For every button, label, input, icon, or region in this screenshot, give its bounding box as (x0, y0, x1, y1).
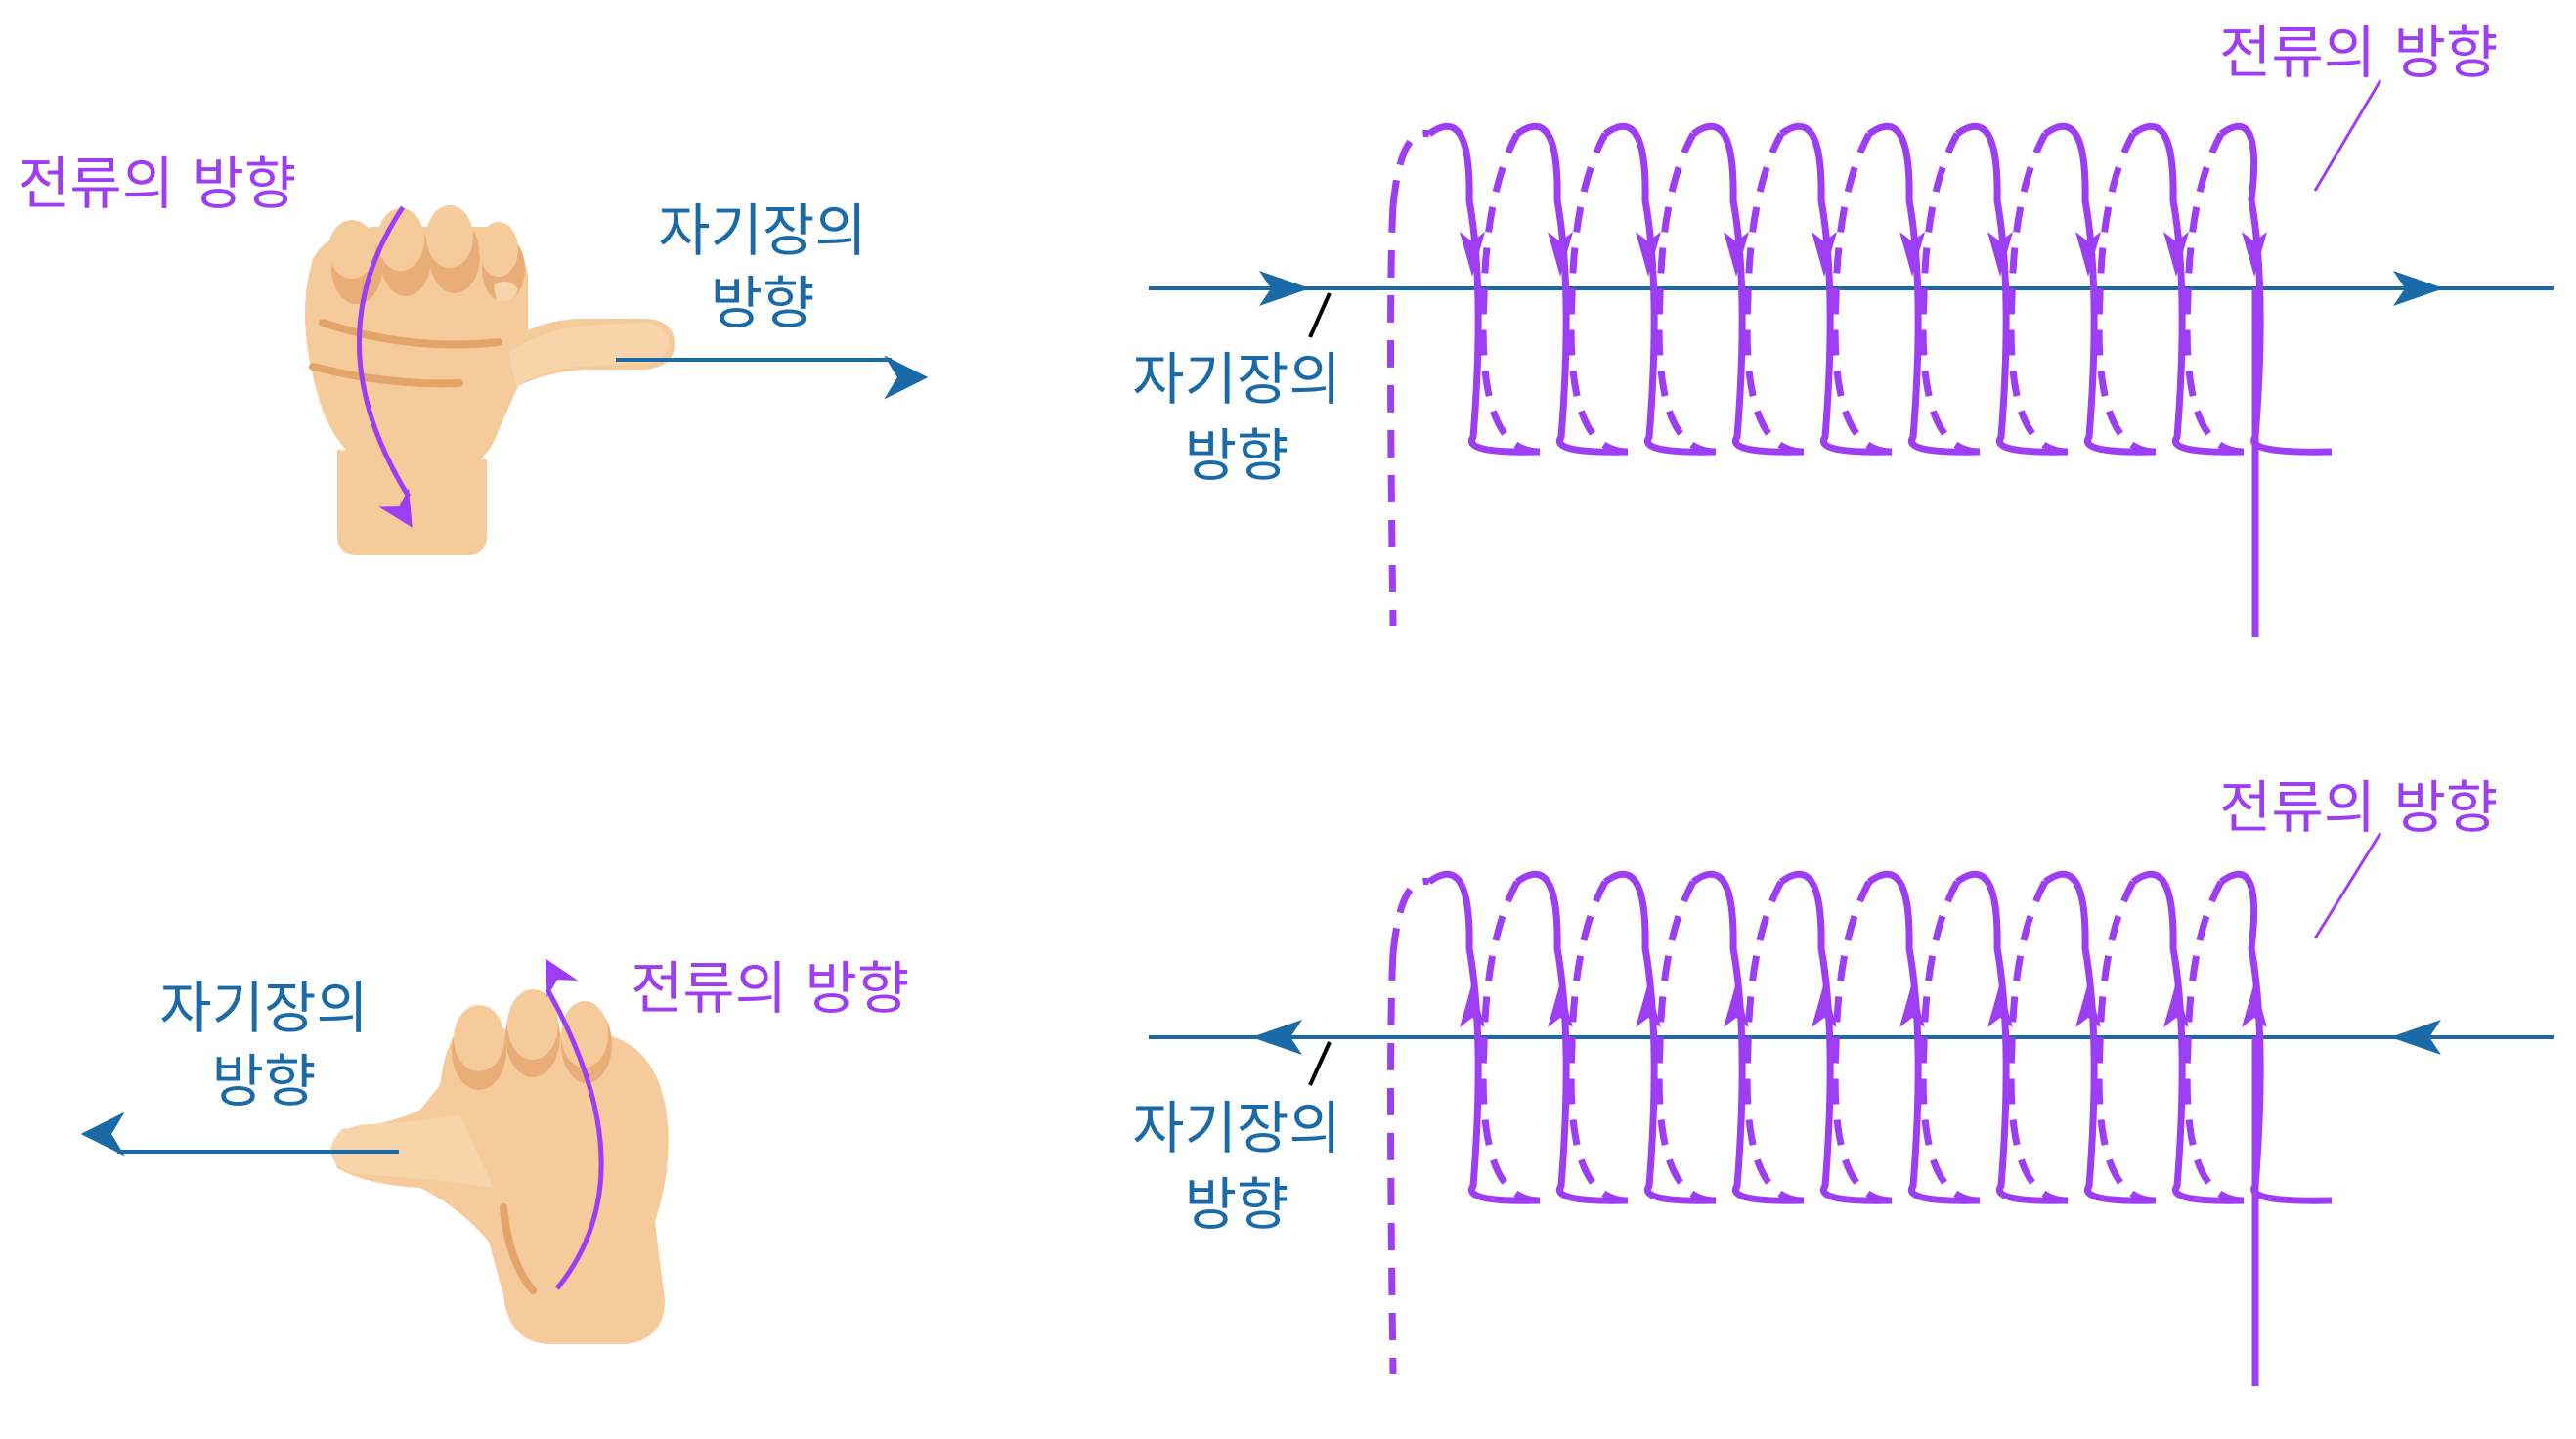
bottom-right-current-label: 전류의 방향 (2219, 774, 2499, 841)
bottom-front-segment (1778, 870, 1893, 1204)
bottom-front-segment (1954, 870, 2069, 1204)
top-left-field-label-line1: 자기장의 (658, 197, 867, 264)
top-left-field-label-line2: 방향 (710, 270, 815, 336)
top-back-segment (1479, 132, 1541, 456)
bottom-back-segment (2007, 880, 2069, 1204)
bottom-current-arrowhead (1460, 982, 1485, 1027)
bottom-left-field-label-line1: 자기장의 (159, 975, 369, 1041)
top-solenoid (1149, 122, 2554, 637)
bottom-current-arrowhead (2242, 982, 2267, 1027)
top-field-arrowhead-1 (1259, 271, 1310, 306)
bottom-current-arrowhead (1899, 982, 1925, 1027)
top-front-segment (1954, 122, 2069, 456)
hand-thumb (508, 323, 669, 386)
thumbs-left-hand-icon (330, 989, 669, 1344)
bottom-back-segment (2183, 880, 2245, 1204)
bottom-current-arrowhead (2075, 982, 2101, 1027)
top-front-segment (1778, 122, 1893, 456)
bottom-current-arrowhead (1636, 982, 1661, 1027)
top-back-segment (1743, 132, 1805, 456)
top-current-arrowhead (2163, 232, 2189, 277)
top-front-segment (2042, 122, 2157, 456)
top-left-current-label: 전류의 방향 (18, 151, 297, 217)
top-left-lead (1387, 204, 1397, 627)
bottom-current-arrowhead (1724, 982, 1749, 1027)
hand-nail (494, 281, 518, 302)
top-current-leader-line (2313, 79, 2382, 192)
bottom-back-segment (1919, 880, 1981, 1204)
hand-fold (500, 1203, 537, 1294)
top-current-arrowhead (1460, 232, 1485, 277)
bottom-back-segment (1655, 880, 1717, 1204)
top-current-arrowhead (2075, 232, 2101, 277)
top-current-arrowhead (1987, 232, 2013, 277)
hand-fingers (328, 205, 518, 279)
bottom-front-segment (1514, 870, 1629, 1204)
bottom-back-segment (1743, 880, 1805, 1204)
hand-fold (309, 319, 502, 388)
bottom-current-arrowhead (2163, 982, 2189, 1027)
thumbs-right-hand-icon (305, 205, 675, 555)
top-field-leader-line (1308, 292, 1332, 338)
bottom-left-current-label: 전류의 방향 (631, 955, 910, 1022)
top-back-segment (2007, 132, 2069, 456)
top-back-segment (1831, 132, 1893, 456)
top-start-segment (1389, 129, 1430, 206)
bottom-front-segment (2042, 870, 2157, 1204)
top-right-field-label-line1: 자기장의 (1132, 346, 1341, 413)
top-current-arrowhead (1548, 232, 1573, 277)
top-back-segment (1655, 132, 1717, 456)
bottom-field-arrowhead-1 (1251, 1020, 1302, 1055)
top-front-segment (1602, 122, 1717, 456)
bottom-right-field-label-line1: 자기장의 (1132, 1095, 1341, 1161)
bottom-field-arrowhead-2 (2390, 1020, 2441, 1055)
top-front-segment (1514, 122, 1629, 456)
top-front-segment (2218, 122, 2333, 456)
bottom-start-segment (1389, 877, 1430, 954)
bottom-front-segment (1426, 870, 1541, 1204)
top-back-segment (1919, 132, 1981, 456)
bottom-back-segment (1831, 880, 1893, 1204)
bottom-left-field-label-line2: 방향 (211, 1048, 317, 1114)
top-front-segment (1426, 122, 1541, 456)
top-front-segment (2130, 122, 2245, 456)
bottom-back-segment (2095, 880, 2157, 1204)
bottom-back-segment (1567, 880, 1629, 1204)
bottom-right-field-label-line2: 방향 (1184, 1171, 1289, 1238)
bottom-solenoid (1149, 870, 2554, 1386)
bottom-current-arrowhead (1548, 982, 1573, 1027)
bottom-front-segment (2218, 870, 2333, 1204)
top-current-arrowhead (1812, 232, 1837, 277)
hand-thumb (330, 1114, 494, 1188)
bottom-front-segment (1866, 870, 1981, 1204)
top-front-segment (1690, 122, 1805, 456)
bottom-current-leader-line (2313, 832, 2382, 939)
bottom-field-leader-line (1308, 1041, 1332, 1086)
bottom-left-current-arrow (545, 958, 604, 1290)
bottom-current-arrowhead (1987, 982, 2013, 1027)
bottom-left-lead (1387, 952, 1397, 1374)
top-front-segment (1866, 122, 1981, 456)
top-right-current-label: 전류의 방향 (2219, 20, 2499, 86)
top-field-arrowhead-2 (2393, 271, 2444, 306)
hand-fingers-top (454, 989, 608, 1071)
bottom-front-segment (1690, 870, 1805, 1204)
top-current-arrowhead (1636, 232, 1661, 277)
bottom-current-arrowhead (1812, 982, 1837, 1027)
top-right-field-label-line2: 방향 (1184, 422, 1289, 489)
top-current-arrowhead (2242, 232, 2267, 277)
bottom-front-segment (2130, 870, 2245, 1204)
top-current-arrowhead (1899, 232, 1925, 277)
bottom-back-segment (1479, 880, 1541, 1204)
top-back-segment (2095, 132, 2157, 456)
top-current-arrowhead (1724, 232, 1749, 277)
top-back-segment (2183, 132, 2245, 456)
top-left-current-arrow (356, 205, 413, 528)
bottom-front-segment (1602, 870, 1717, 1204)
top-back-segment (1567, 132, 1629, 456)
hand-palm (333, 1026, 669, 1344)
